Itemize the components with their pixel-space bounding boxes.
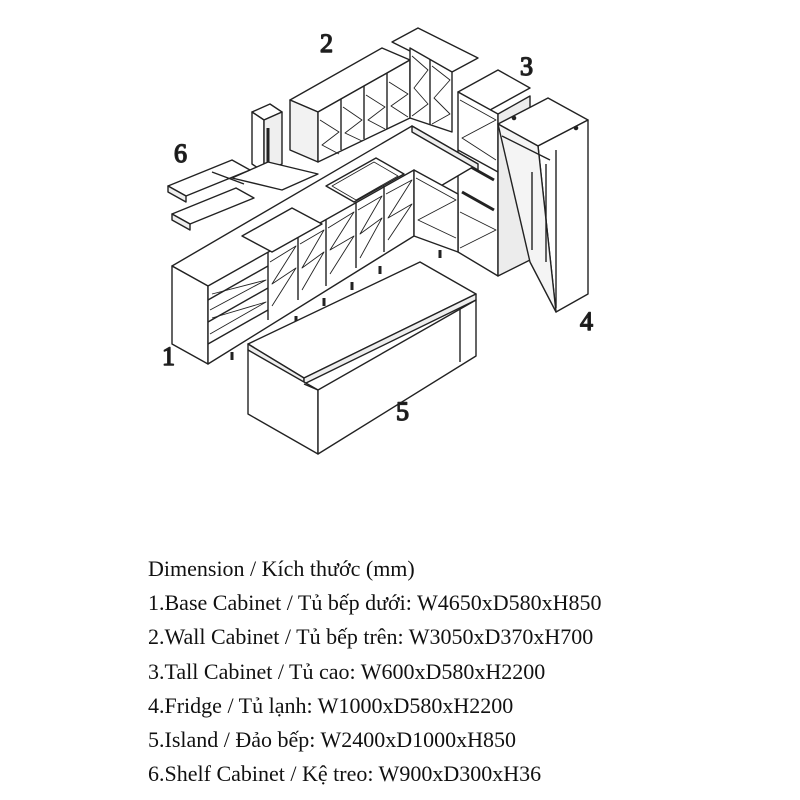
- legend-item-shelf-cabinet: 6.Shelf Cabinet / Kệ treo: W900xD300xH36: [148, 761, 542, 787]
- dimension-legend: Dimension / Kích thước (mm) 1.Base Cabin…: [148, 552, 788, 791]
- legend-title: Dimension / Kích thước (mm): [148, 556, 415, 581]
- callout-6: 6: [174, 139, 187, 168]
- callout-5: 5: [396, 397, 409, 426]
- kitchen-isometric-drawing: 1 2 3 4 5 6: [161, 27, 594, 455]
- callout-4: 4: [580, 307, 593, 336]
- legend-item-fridge: 4.Fridge / Tủ lạnh: W1000xD580xH2200: [148, 692, 514, 718]
- legend-item-base-cabinet: 1.Base Cabinet / Tủ bếp dưới: W4650xD580…: [148, 590, 602, 616]
- callout-1: 1: [162, 342, 175, 371]
- island: [247, 261, 477, 455]
- legend-item-island: 5.Island / Đảo bếp: W2400xD1000xH850: [148, 727, 517, 753]
- callout-3: 3: [520, 52, 533, 81]
- shelf-cabinet: [167, 159, 255, 231]
- legend-item-tall-cabinet: 3.Tall Cabinet / Tủ cao: W600xD580xH2200: [148, 658, 546, 684]
- range-hood: [231, 103, 319, 191]
- legend-item-wall-cabinet: 2.Wall Cabinet / Tủ bếp trên: W3050xD370…: [148, 624, 594, 650]
- fridge: [497, 97, 589, 313]
- callout-2: 2: [320, 29, 333, 58]
- base-cabinet: [171, 125, 479, 365]
- wall-cabinet: [289, 47, 411, 163]
